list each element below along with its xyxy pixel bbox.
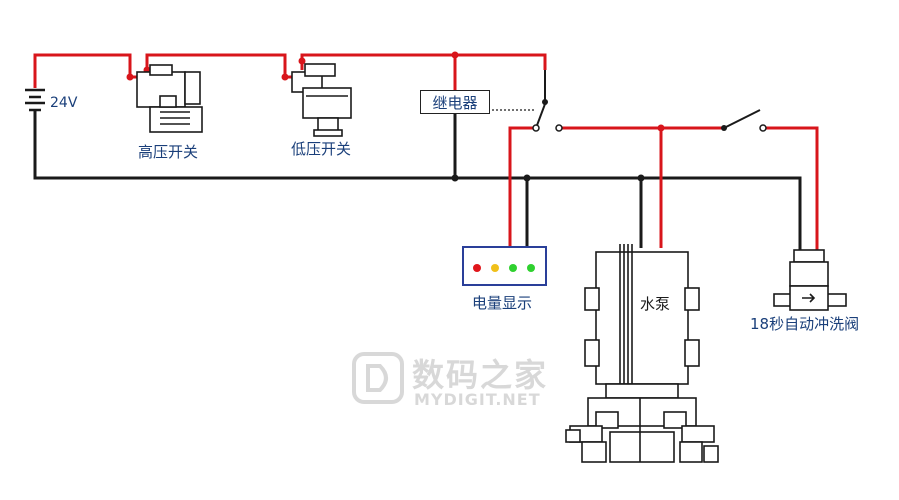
- lp-to-relay: [300, 53, 547, 70]
- indicator-light: [527, 264, 535, 272]
- junction-dots: [126, 51, 665, 182]
- high-pressure-switch-icon: [136, 64, 203, 133]
- watermark: 数码之家 MYDIGIT.NET: [350, 350, 550, 410]
- flush-valve-icon: [773, 249, 847, 311]
- battery-symbol: [25, 88, 45, 112]
- indicator-light: [509, 264, 517, 272]
- indicator-light: [491, 264, 499, 272]
- ground-bus: [33, 110, 802, 250]
- manual-switch: [721, 109, 767, 132]
- low-pressure-switch-icon: [291, 63, 352, 137]
- battery-label: 24V: [50, 95, 78, 111]
- high-pressure-switch-label: 高压开关: [138, 143, 199, 161]
- flush-valve-label: 18秒自动冲洗阀: [750, 315, 860, 333]
- watermark-en: MYDIGIT.NET: [414, 390, 541, 409]
- battery-to-hp-switch: [33, 53, 137, 88]
- ground-wires: [33, 110, 802, 250]
- to-flush-valve: [766, 126, 819, 250]
- pump-icon: [565, 244, 719, 463]
- relay-box: 继电器: [420, 90, 490, 114]
- relay-nc-to-display: [508, 126, 536, 247]
- level-display-label: 电量显示: [472, 294, 533, 312]
- watermark-cn: 数码之家: [412, 356, 549, 394]
- pump-label: 水泵: [640, 295, 671, 313]
- indicator-light: [473, 264, 481, 272]
- watermark-logo-icon: [352, 352, 404, 404]
- indicator-lights: [473, 264, 535, 272]
- low-pressure-switch-label: 低压开关: [291, 140, 352, 158]
- relay-contacts: [492, 70, 563, 132]
